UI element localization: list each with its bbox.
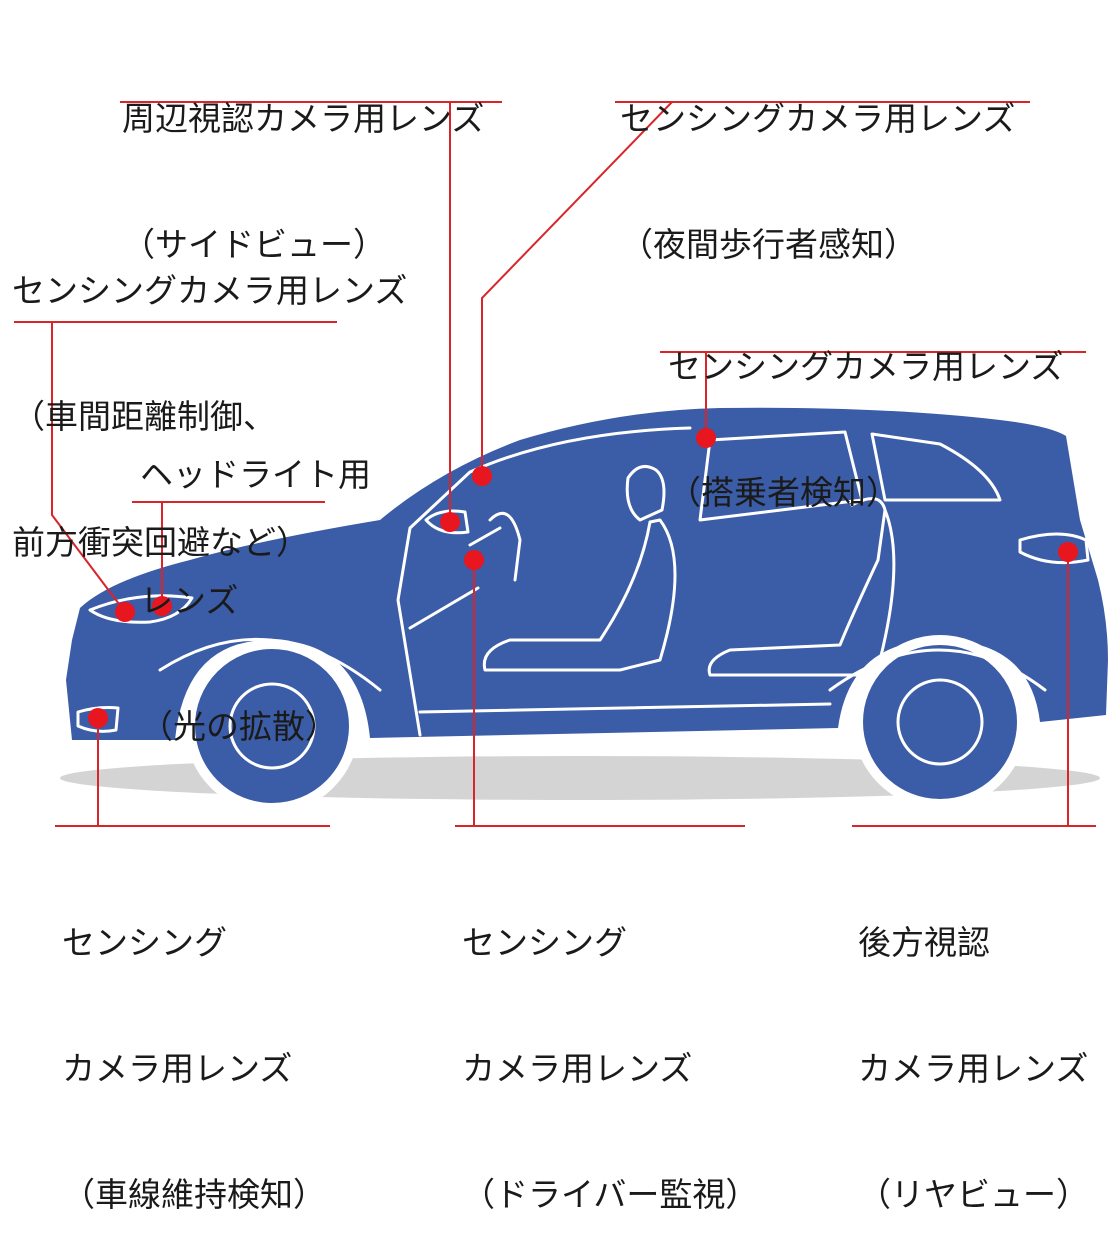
marker-driver-monitor [464,550,484,570]
rear-fender-arc [828,648,1047,692]
callout-line: センシングカメラ用レンズ [620,99,1016,138]
marker-lane [88,708,108,728]
callout-line: （夜間歩行者感知） [620,225,917,264]
callout-lane: センシング カメラ用レンズ （車線維持検知） [62,838,326,1258]
callout-line: （ドライバー監視） [462,1175,759,1214]
steering-column [468,526,502,547]
callout-driver-monitor: センシング カメラ用レンズ （ドライバー監視） [462,838,758,1258]
tail-lamp [1018,532,1090,565]
marker-headlight [152,596,172,616]
callout-line: カメラ用レンズ [462,1049,693,1088]
car-body [66,407,1108,740]
front-seat [482,518,677,672]
callout-line: センシング [462,923,627,962]
callout-lines [14,101,1096,827]
car-lens-diagram [14,101,1108,827]
marker-night-pedestrian [472,466,492,486]
callout-line: センシングカメラ用レンズ [668,347,1064,386]
rear-seat [707,497,896,677]
callout-line: ヘッドライト用 [140,455,371,494]
callout-line: カメラ用レンズ [858,1049,1089,1088]
callout-headlight: ヘッドライト用 レンズ （光の拡散） [140,370,371,790]
marker-side-view [440,512,460,532]
callout-line: （サイドビュー） [122,225,386,264]
marker-rear-view [1058,542,1078,562]
callout-line: 前方衝突回避など） [12,523,309,562]
leader-distance-collision [51,322,126,613]
marker-occupant [696,428,716,448]
steering-wheel [488,511,522,582]
marker-distance-collision [115,602,135,622]
callout-line: センシングカメラ用レンズ [12,271,408,310]
callout-line: （車線維持検知） [62,1175,326,1214]
callout-line: （車間距離制御、 [12,397,276,436]
callout-occupant: センシングカメラ用レンズ （搭乗者検知） [668,262,1063,556]
callout-line: センシング [62,923,227,962]
callout-line: 周辺視認カメラ用レンズ [122,99,485,138]
car-interior-outline [76,426,1090,737]
callout-distance-collision: センシングカメラ用レンズ （車間距離制御、 前方衝突回避など） [12,186,407,606]
callout-line: （光の拡散） [140,707,338,746]
callout-line: （搭乗者検知） [668,473,899,512]
front-seat-headrest [625,464,666,522]
leader-night-pedestrian [481,101,673,475]
callout-line: レンズ [140,581,239,620]
callout-line: （リヤビュー） [858,1175,1089,1214]
callout-rear-view: 後方視認 カメラ用レンズ （リヤビュー） [858,838,1089,1258]
callout-line: カメラ用レンズ [62,1049,293,1088]
callout-side-view: 周辺視認カメラ用レンズ （サイドビュー） [122,14,484,308]
headlight-housing [88,594,194,624]
side-mirror [424,509,470,535]
callout-night-pedestrian: センシングカメラ用レンズ （夜間歩行者感知） [620,14,1015,308]
rocker-line [418,702,832,714]
door-pillar-line [408,586,480,630]
rear-wheel [853,635,1027,809]
front-fender-arc [158,637,382,692]
callout-line: 後方視認 [858,923,990,962]
rear-window [870,432,1002,502]
lens-markers [88,428,1078,728]
windshield-door-frame [396,426,692,737]
fog-lamp [76,706,120,733]
front-wheel [185,639,359,813]
